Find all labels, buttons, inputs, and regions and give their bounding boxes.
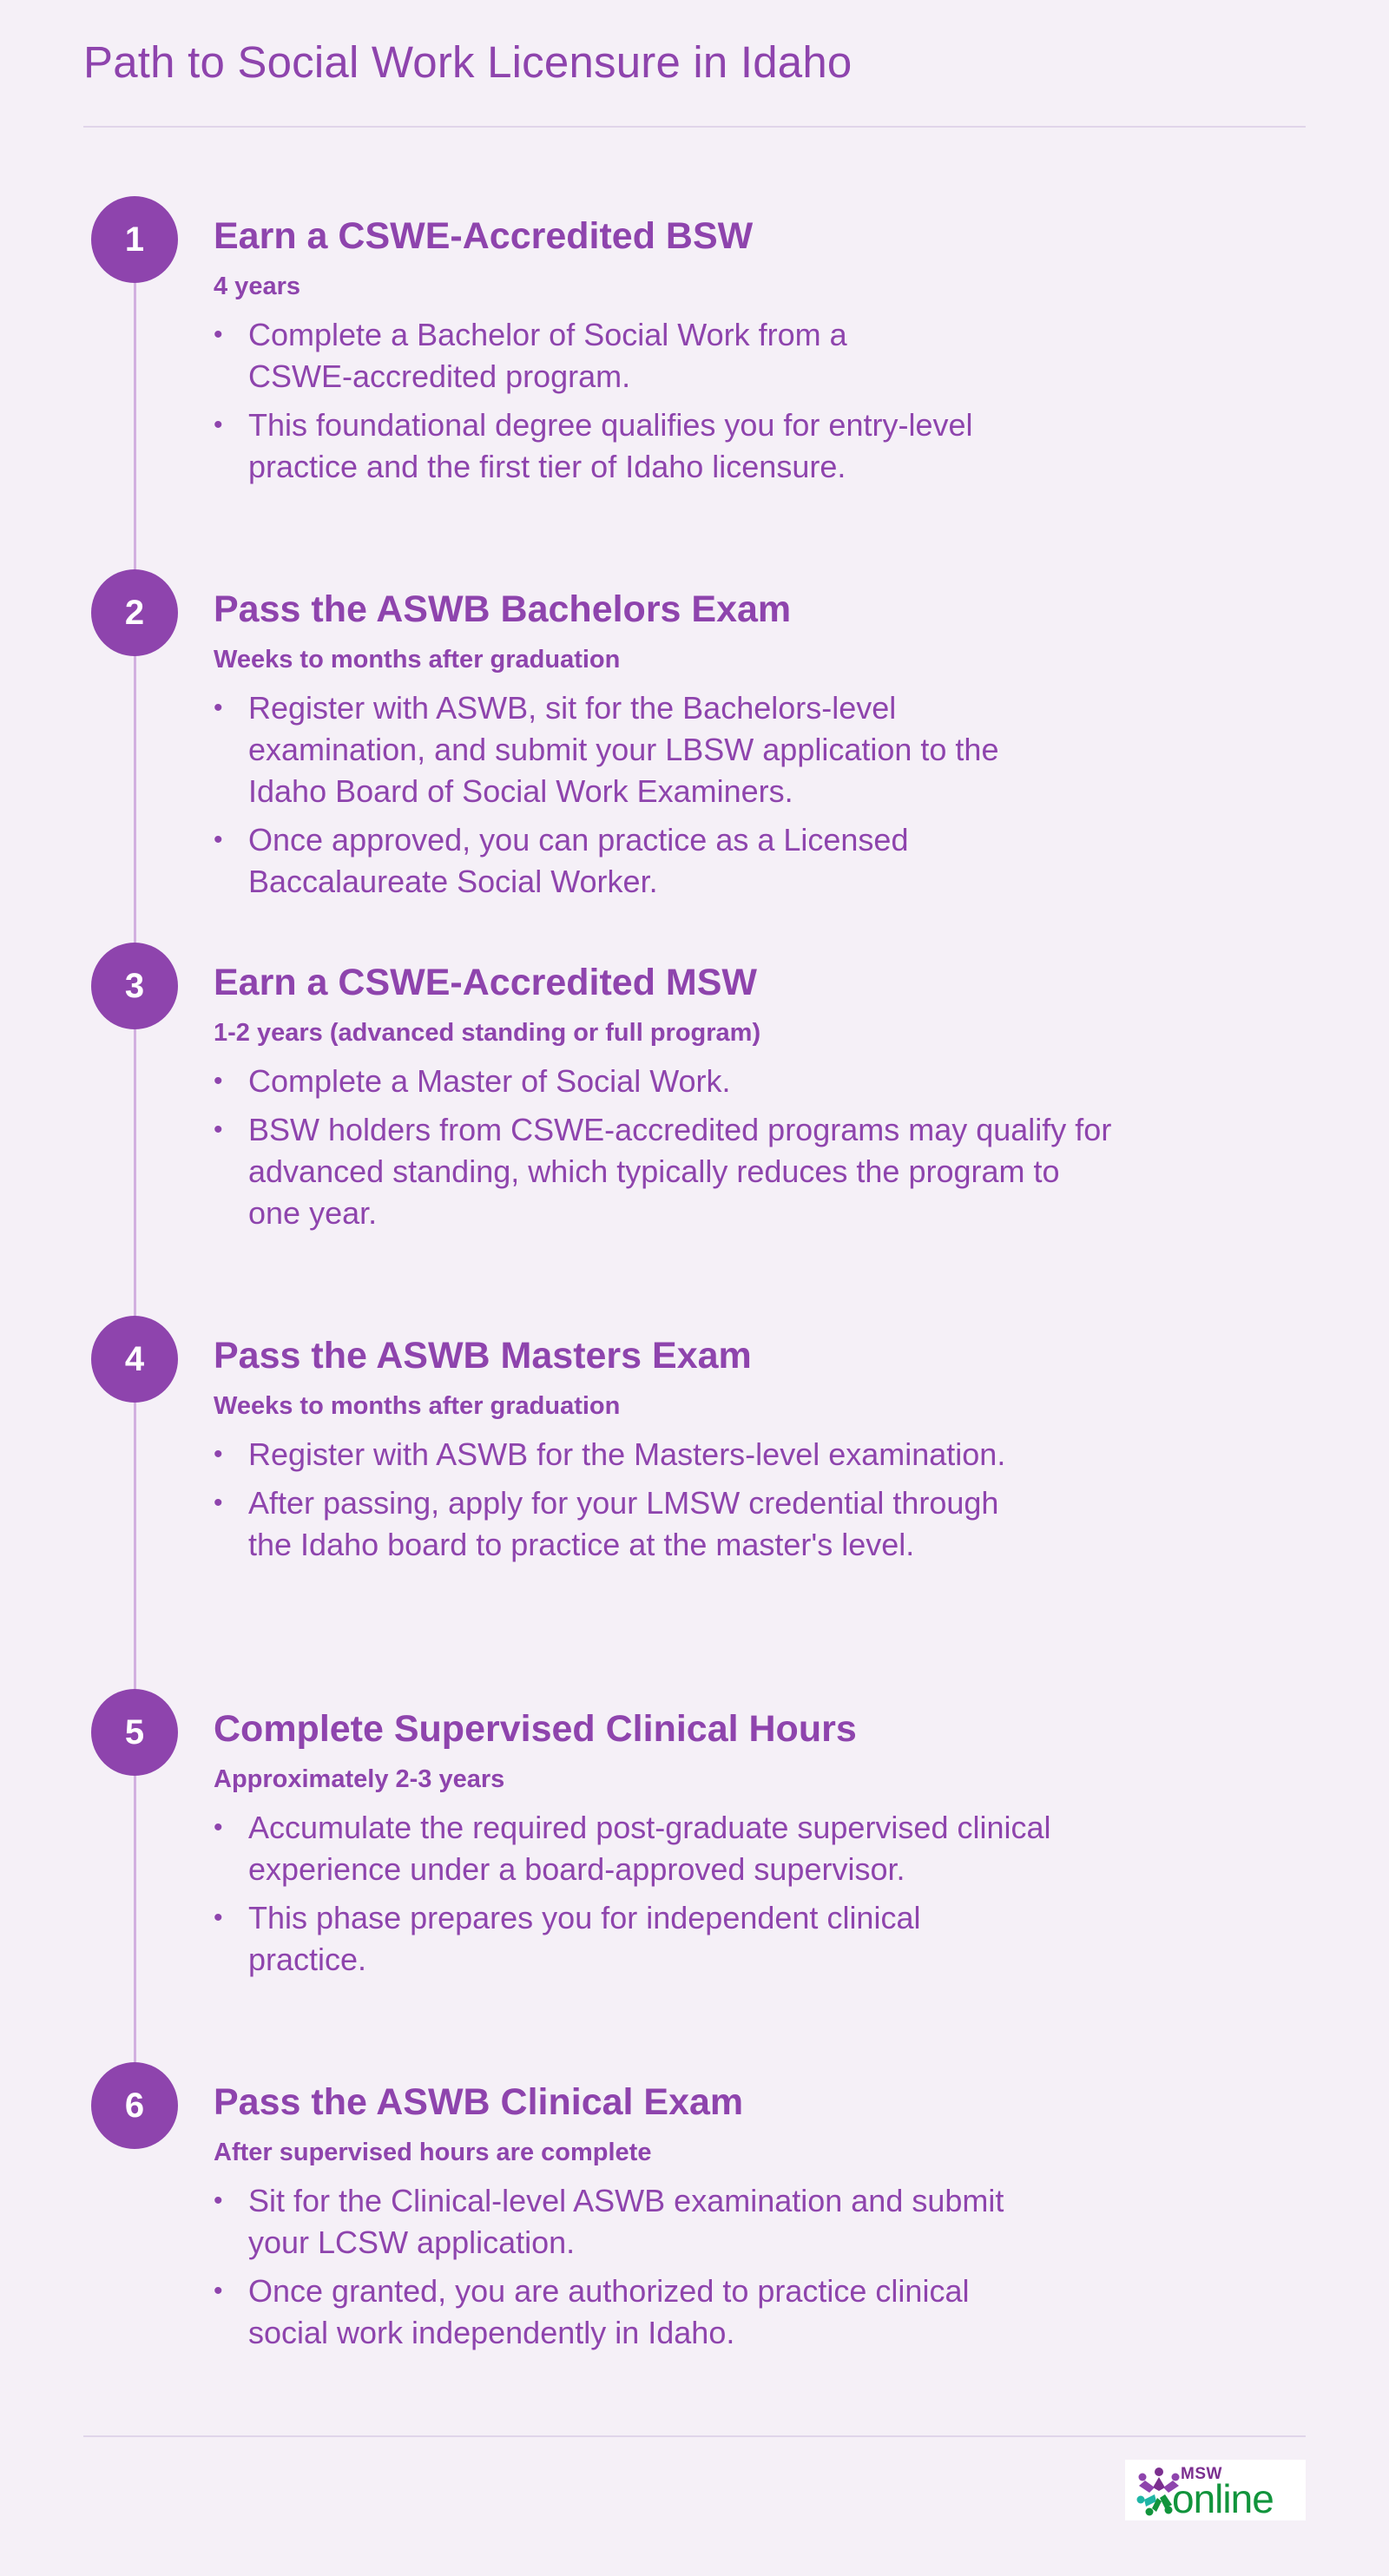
step-bullet-list: Complete a Master of Social Work. BSW ho… [214,1054,1168,1234]
msw-online-logo: MSW online [1125,2460,1306,2521]
step-bullet: Complete a Bachelor of Social Work from … [214,314,908,398]
step-duration: After supervised hours are complete [214,2139,652,2166]
step-number-badge: 1 [91,196,178,283]
step-bullet-list: Register with ASWB for the Masters-level… [214,1427,1168,1566]
step-number-badge: 3 [91,943,178,1029]
step-bullet: Once granted, you are authorized to prac… [214,2270,1012,2354]
step-number-badge: 5 [91,1689,178,1776]
step-duration: Weeks to months after graduation [214,1392,621,1420]
step-bullet: BSW holders from CSWE-accredited program… [214,1109,1116,1234]
header-divider [83,126,1306,128]
step-bullet: This foundational degree qualifies you f… [214,404,995,488]
step-number-badge: 4 [91,1316,178,1403]
step-title: Pass the ASWB Masters Exam [214,1335,752,1377]
step-bullet-list: Sit for the Clinical-level ASWB examinat… [214,2173,1168,2354]
step-number-badge: 2 [91,569,178,656]
footer-divider [83,2435,1306,2437]
step-bullet: This phase prepares you for independent … [214,1897,978,1981]
step-bullet: Register with ASWB, sit for the Bachelor… [214,687,1047,812]
step-duration: 4 years [214,273,300,300]
step-title: Earn a CSWE-Accredited BSW [214,215,754,257]
step-bullet: Complete a Master of Social Work. [214,1061,1047,1102]
step-bullet: Once approved, you can practice as a Lic… [214,819,978,903]
star-people-logo-icon [1136,2468,1180,2516]
step-bullet-list: Register with ASWB, sit for the Bachelor… [214,680,1168,903]
step-bullet: Register with ASWB for the Masters-level… [214,1434,1082,1475]
step-number-badge: 6 [91,2062,178,2149]
logo-online-text: online [1172,2476,1274,2521]
step-duration: Approximately 2-3 years [214,1765,505,1793]
timeline-line [134,240,136,2107]
step-title: Pass the ASWB Clinical Exam [214,2081,744,2123]
step-bullet: Accumulate the required post-graduate su… [214,1807,1082,1890]
step-bullet-list: Complete a Bachelor of Social Work from … [214,307,1168,488]
step-title: Earn a CSWE-Accredited MSW [214,962,757,1003]
step-duration: Weeks to months after graduation [214,646,621,674]
step-title: Complete Supervised Clinical Hours [214,1708,857,1750]
logo-wordmark: MSW online [1172,2461,1306,2521]
page-title: Path to Social Work Licensure in Idaho [83,37,852,87]
logo-msw-text: MSW [1181,2465,1222,2483]
step-title: Pass the ASWB Bachelors Exam [214,588,792,630]
step-bullet-list: Accumulate the required post-graduate su… [214,1800,1168,1981]
step-bullet: Sit for the Clinical-level ASWB examinat… [214,2180,1064,2264]
step-duration: 1-2 years (advanced standing or full pro… [214,1019,761,1047]
step-bullet: After passing, apply for your LMSW crede… [214,1482,1047,1566]
